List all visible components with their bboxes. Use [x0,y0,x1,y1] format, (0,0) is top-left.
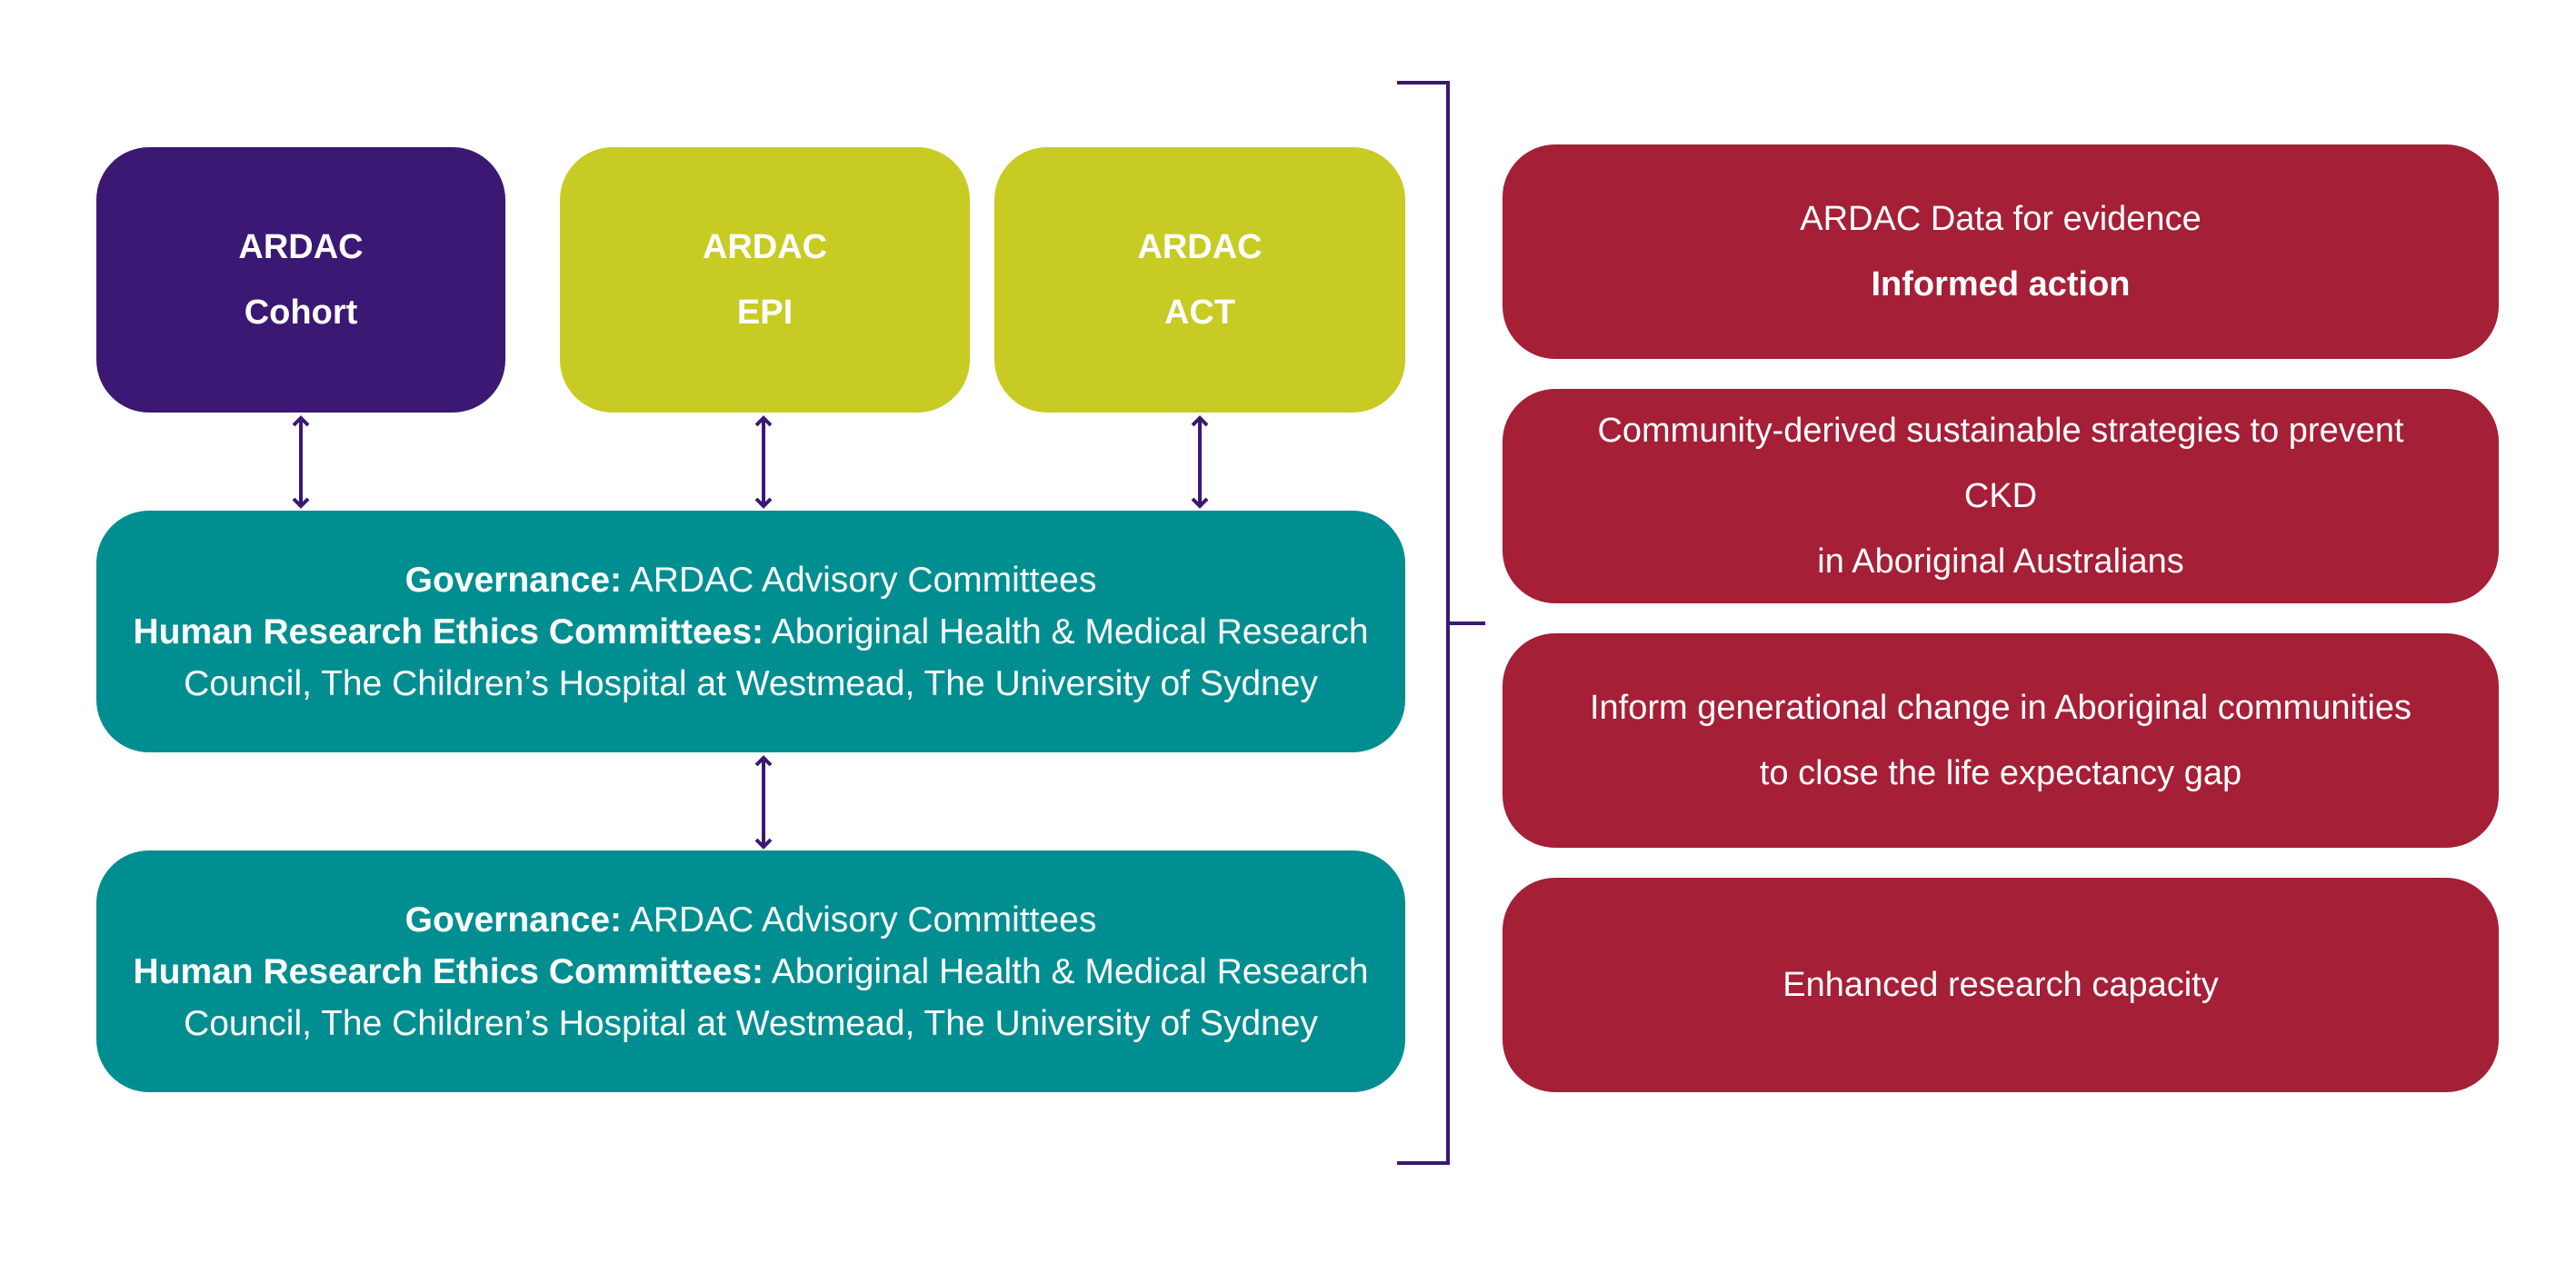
outcome-box-generational-change: Inform generational change in Aboriginal… [1503,633,2499,848]
governance-box-2: Governance: ARDAC Advisory Committees Hu… [96,850,1405,1092]
outcome-emphasis: Informed action [1871,265,2131,303]
ethics-label: Human Research Ethics Committees: [133,951,764,991]
ethics-text: Aboriginal Health & Medical Research [771,612,1369,651]
outcome-text: Enhanced research capacity [1782,966,2219,1004]
governance-label: Governance: [404,900,623,940]
program-label: ARDAC [238,228,364,266]
outcome-text: ARDAC Data for evidence [1800,200,2202,238]
outcome-text: Community-derived sustainable strategies… [1597,412,2404,515]
ethics-text: Aboriginal Health & Medical Research [771,951,1369,991]
ethics-text-continued: Council, The Children’s Hospital at West… [184,1003,1318,1043]
ethics-text-continued: Council, The Children’s Hospital at West… [184,663,1318,703]
outcome-box-ckd-strategies: Community-derived sustainable strategies… [1503,389,2499,603]
ardac-cohort-box: ARDAC Cohort [96,147,505,413]
ethics-line: Human Research Ethics Committees: Aborig… [133,946,1368,998]
outcome-text: Inform generational change in Aboriginal… [1589,689,2412,727]
governance-line: Governance: ARDAC Advisory Committees [405,554,1097,606]
outcome-box-data-for-evidence: ARDAC Data for evidence Informed action [1503,144,2499,359]
ardac-epi-box: ARDAC EPI [560,147,970,413]
program-label: ARDAC [702,228,828,266]
outcomes-bracket [1397,81,1485,1165]
program-name: Cohort [244,293,358,332]
governance-box-1: Governance: ARDAC Advisory Committees Hu… [96,511,1405,752]
ardac-act-box: ARDAC ACT [994,147,1405,413]
governance-text: ARDAC Advisory Committees [629,560,1097,600]
governance-text: ARDAC Advisory Committees [629,900,1097,940]
ethics-line: Human Research Ethics Committees: Aborig… [133,606,1368,658]
outcome-text-continued: to close the life expectancy gap [1759,754,2242,792]
program-name: EPI [736,293,794,332]
outcome-text-continued: in Aboriginal Australians [1817,542,2184,581]
ethics-label: Human Research Ethics Committees: [133,612,764,651]
governance-line: Governance: ARDAC Advisory Committees [405,894,1097,946]
governance-label: Governance: [404,560,623,600]
outcome-box-research-capacity: Enhanced research capacity [1503,878,2499,1092]
program-label: ARDAC [1137,228,1263,266]
program-name: ACT [1163,293,1236,332]
